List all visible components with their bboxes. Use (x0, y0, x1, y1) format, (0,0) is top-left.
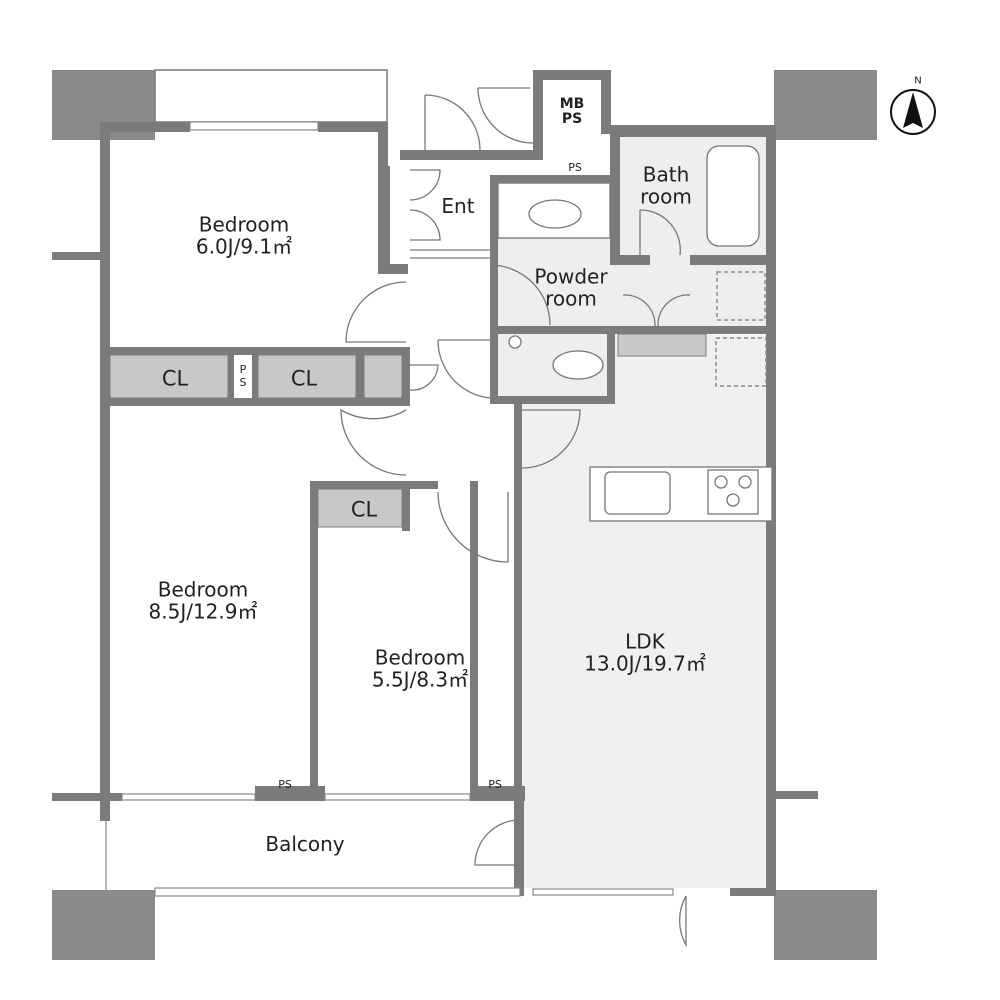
toilet-sink (508, 335, 522, 349)
structural-columns (52, 70, 877, 960)
room-name: Bedroom (374, 645, 466, 670)
room-entrance: Ent (441, 194, 475, 219)
room-ldk: LDK 13.0J/19.7㎡ (584, 631, 706, 674)
ldk-floor (517, 335, 774, 888)
room-powder: Powder room (534, 264, 608, 310)
ps-vertical-label: P S (239, 362, 247, 389)
closet-label: CL (350, 497, 378, 522)
room-bathroom: Bath room (640, 162, 692, 208)
mb-ps-label: MB PS (559, 95, 585, 127)
compass-label: N (914, 75, 922, 87)
kitchen-sink (604, 471, 671, 515)
room-name: Bedroom (157, 577, 249, 602)
closet-label: CL (290, 366, 318, 391)
room-bedroom-2: Bedroom 8.5J/12.9㎡ (149, 579, 258, 622)
closet-fills (109, 333, 707, 528)
appliance-spaces (715, 271, 767, 387)
windows (121, 121, 674, 897)
room-bedroom-1: Bedroom 6.0J/9.1㎡ (196, 214, 292, 257)
room-size: 6.0J/9.1㎡ (195, 234, 293, 258)
ps-label: PS (568, 161, 582, 175)
cooktop (707, 469, 759, 515)
toilet (552, 350, 604, 380)
walls (52, 70, 818, 896)
room-name: Bedroom (198, 212, 290, 237)
room-name: LDK (625, 629, 665, 654)
north-arrow-icon (890, 89, 936, 135)
closet-label: CL (161, 366, 189, 391)
ps-label: PS (488, 778, 502, 792)
bathtub (706, 145, 760, 247)
room-size: 13.0J/19.7㎡ (584, 651, 706, 675)
room-size: 5.5J/8.3㎡ (371, 667, 469, 691)
door-swings (340, 87, 691, 948)
room-bedroom-3: Bedroom 5.5J/8.3㎡ (372, 647, 468, 690)
ps-label: PS (278, 778, 292, 792)
room-balcony: Balcony (265, 832, 345, 857)
sink (528, 199, 582, 229)
ps-slot (234, 355, 252, 398)
fixtures (497, 145, 773, 522)
room-size: 8.5J/12.9㎡ (148, 599, 258, 623)
top-bay (154, 69, 388, 123)
